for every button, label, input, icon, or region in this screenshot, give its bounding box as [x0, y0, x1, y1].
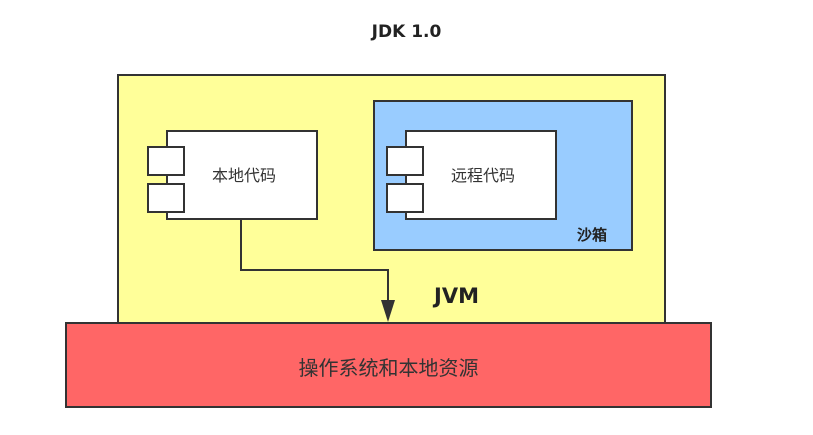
local-code-component-tab-top [147, 146, 185, 176]
remote-code-label: 远程代码 [451, 166, 516, 185]
os-resources-label: 操作系统和本地资源 [298, 356, 479, 380]
local-code-label: 本地代码 [212, 166, 277, 185]
local-code-component-tab-bottom [147, 183, 185, 213]
jvm-label: JVM [434, 284, 479, 308]
remote-code-component-tab-top [386, 146, 424, 176]
diagram-title: JDK 1.0 [371, 22, 442, 42]
remote-code-component-tab-bottom [386, 183, 424, 213]
remote-code-component [405, 130, 557, 220]
os-resources-box [65, 322, 712, 408]
sandbox-label: 沙箱 [577, 226, 608, 244]
